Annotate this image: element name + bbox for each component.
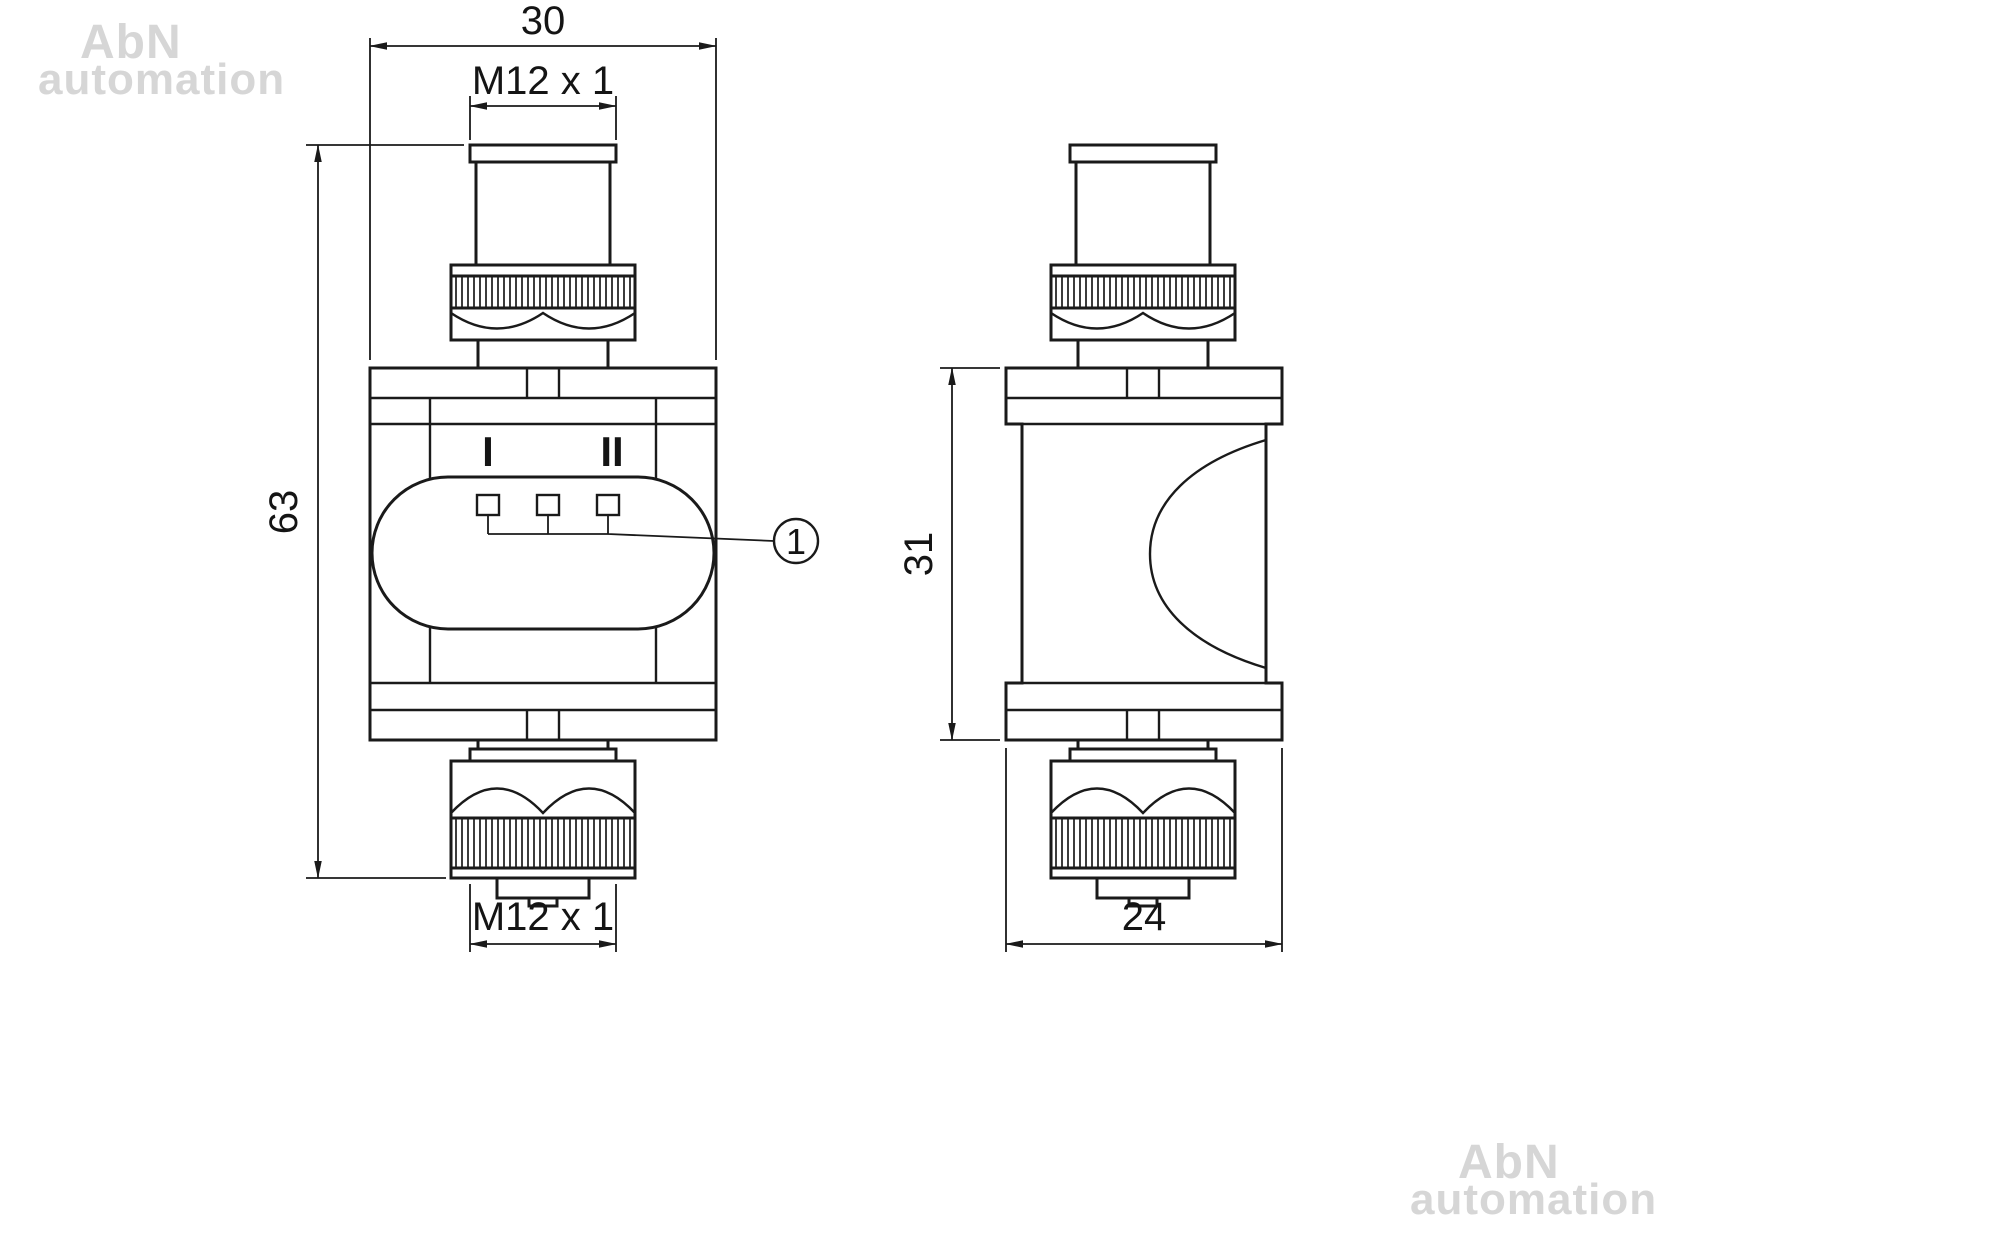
output2-marking: II bbox=[600, 428, 623, 475]
front-display-window bbox=[370, 475, 716, 631]
dimension-overall-width: 30 bbox=[369, 0, 717, 360]
dim-connector-bottom-label: M12 x 1 bbox=[472, 895, 614, 939]
dim-housing-width-label: 24 bbox=[1122, 895, 1167, 939]
dim-overall-width-label: 30 bbox=[521, 0, 566, 43]
dimension-connector-top: M12 x 1 bbox=[469, 59, 617, 140]
callout-circle bbox=[772, 517, 820, 565]
watermark-line1: AbN bbox=[1458, 1136, 1560, 1189]
side-top-connector bbox=[1049, 143, 1237, 370]
front-top-connector bbox=[449, 143, 637, 370]
dimension-overall-length: 63 bbox=[262, 144, 464, 879]
dim-overall-length-label: 63 bbox=[262, 490, 306, 535]
dimension-housing-height: 31 bbox=[897, 367, 1000, 741]
dim-connector-top-label: M12 x 1 bbox=[472, 59, 614, 103]
output1-marking: I bbox=[482, 428, 494, 475]
side-housing-details bbox=[1006, 368, 1282, 740]
watermark-top-left: AbN automation bbox=[38, 16, 285, 104]
callout-number: 1 bbox=[786, 521, 806, 562]
watermark-bottom-right: AbN automation bbox=[1410, 1136, 1657, 1224]
front-bottom-connector bbox=[449, 738, 637, 908]
dimension-housing-width: 24 bbox=[1005, 748, 1283, 952]
front-housing-details bbox=[370, 368, 716, 740]
side-bottom-connector bbox=[1049, 738, 1237, 908]
watermark-line1: AbN bbox=[80, 16, 182, 69]
watermark-line2: automation bbox=[1410, 1175, 1657, 1224]
side-view bbox=[1004, 143, 1284, 908]
dim-housing-height-label: 31 bbox=[897, 532, 941, 577]
front-view: I II 1 bbox=[368, 143, 820, 908]
dimension-connector-bottom: M12 x 1 bbox=[469, 884, 617, 952]
watermark-line2: automation bbox=[38, 55, 285, 104]
callout-leader-line bbox=[487, 515, 775, 542]
